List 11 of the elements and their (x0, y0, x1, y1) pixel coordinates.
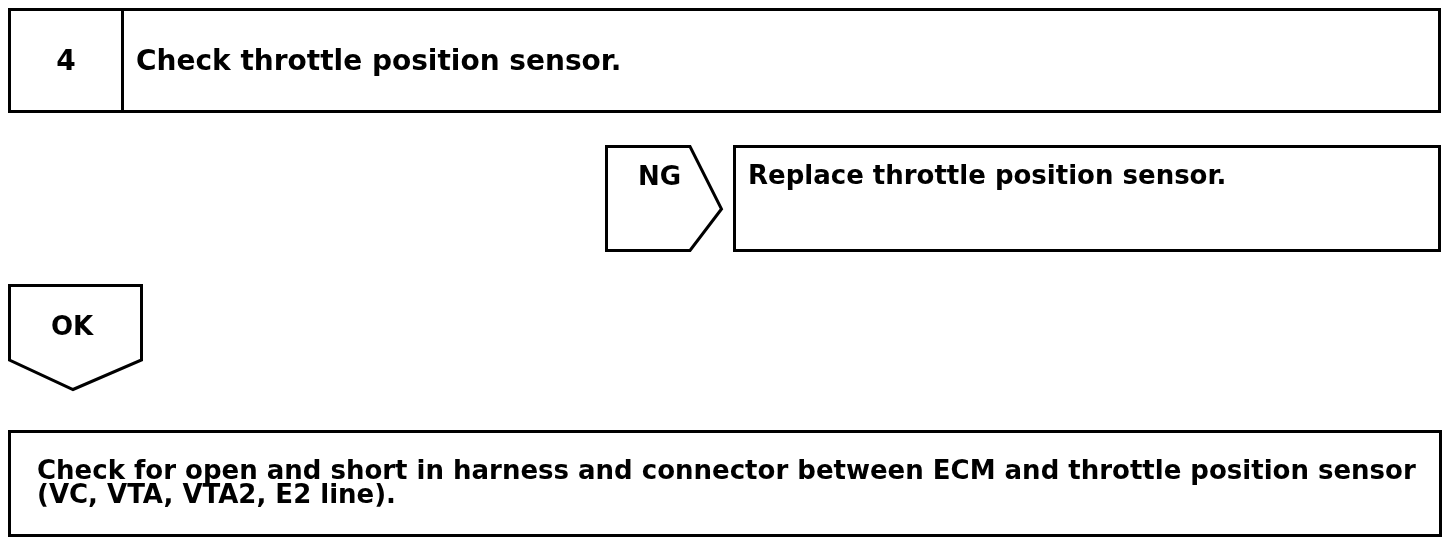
instruction-box (8, 430, 1442, 537)
procedure-text: Replace throttle position sensor. (748, 161, 1228, 189)
branch-label: NG (638, 161, 682, 191)
step-header-box (8, 8, 1441, 113)
procedure-text: Check for open and short in harness and connector between ECM and throttle position sensor (VC, VTA, VTA2, E2 line). (37, 458, 1417, 506)
step-number: 4 (56, 44, 76, 77)
branch-label: OK (51, 311, 94, 341)
action-box (733, 145, 1441, 252)
step-title: Check throttle position sensor. (136, 44, 622, 77)
branch-arrow-tag (605, 145, 723, 252)
branch-arrow-tag (8, 284, 143, 391)
